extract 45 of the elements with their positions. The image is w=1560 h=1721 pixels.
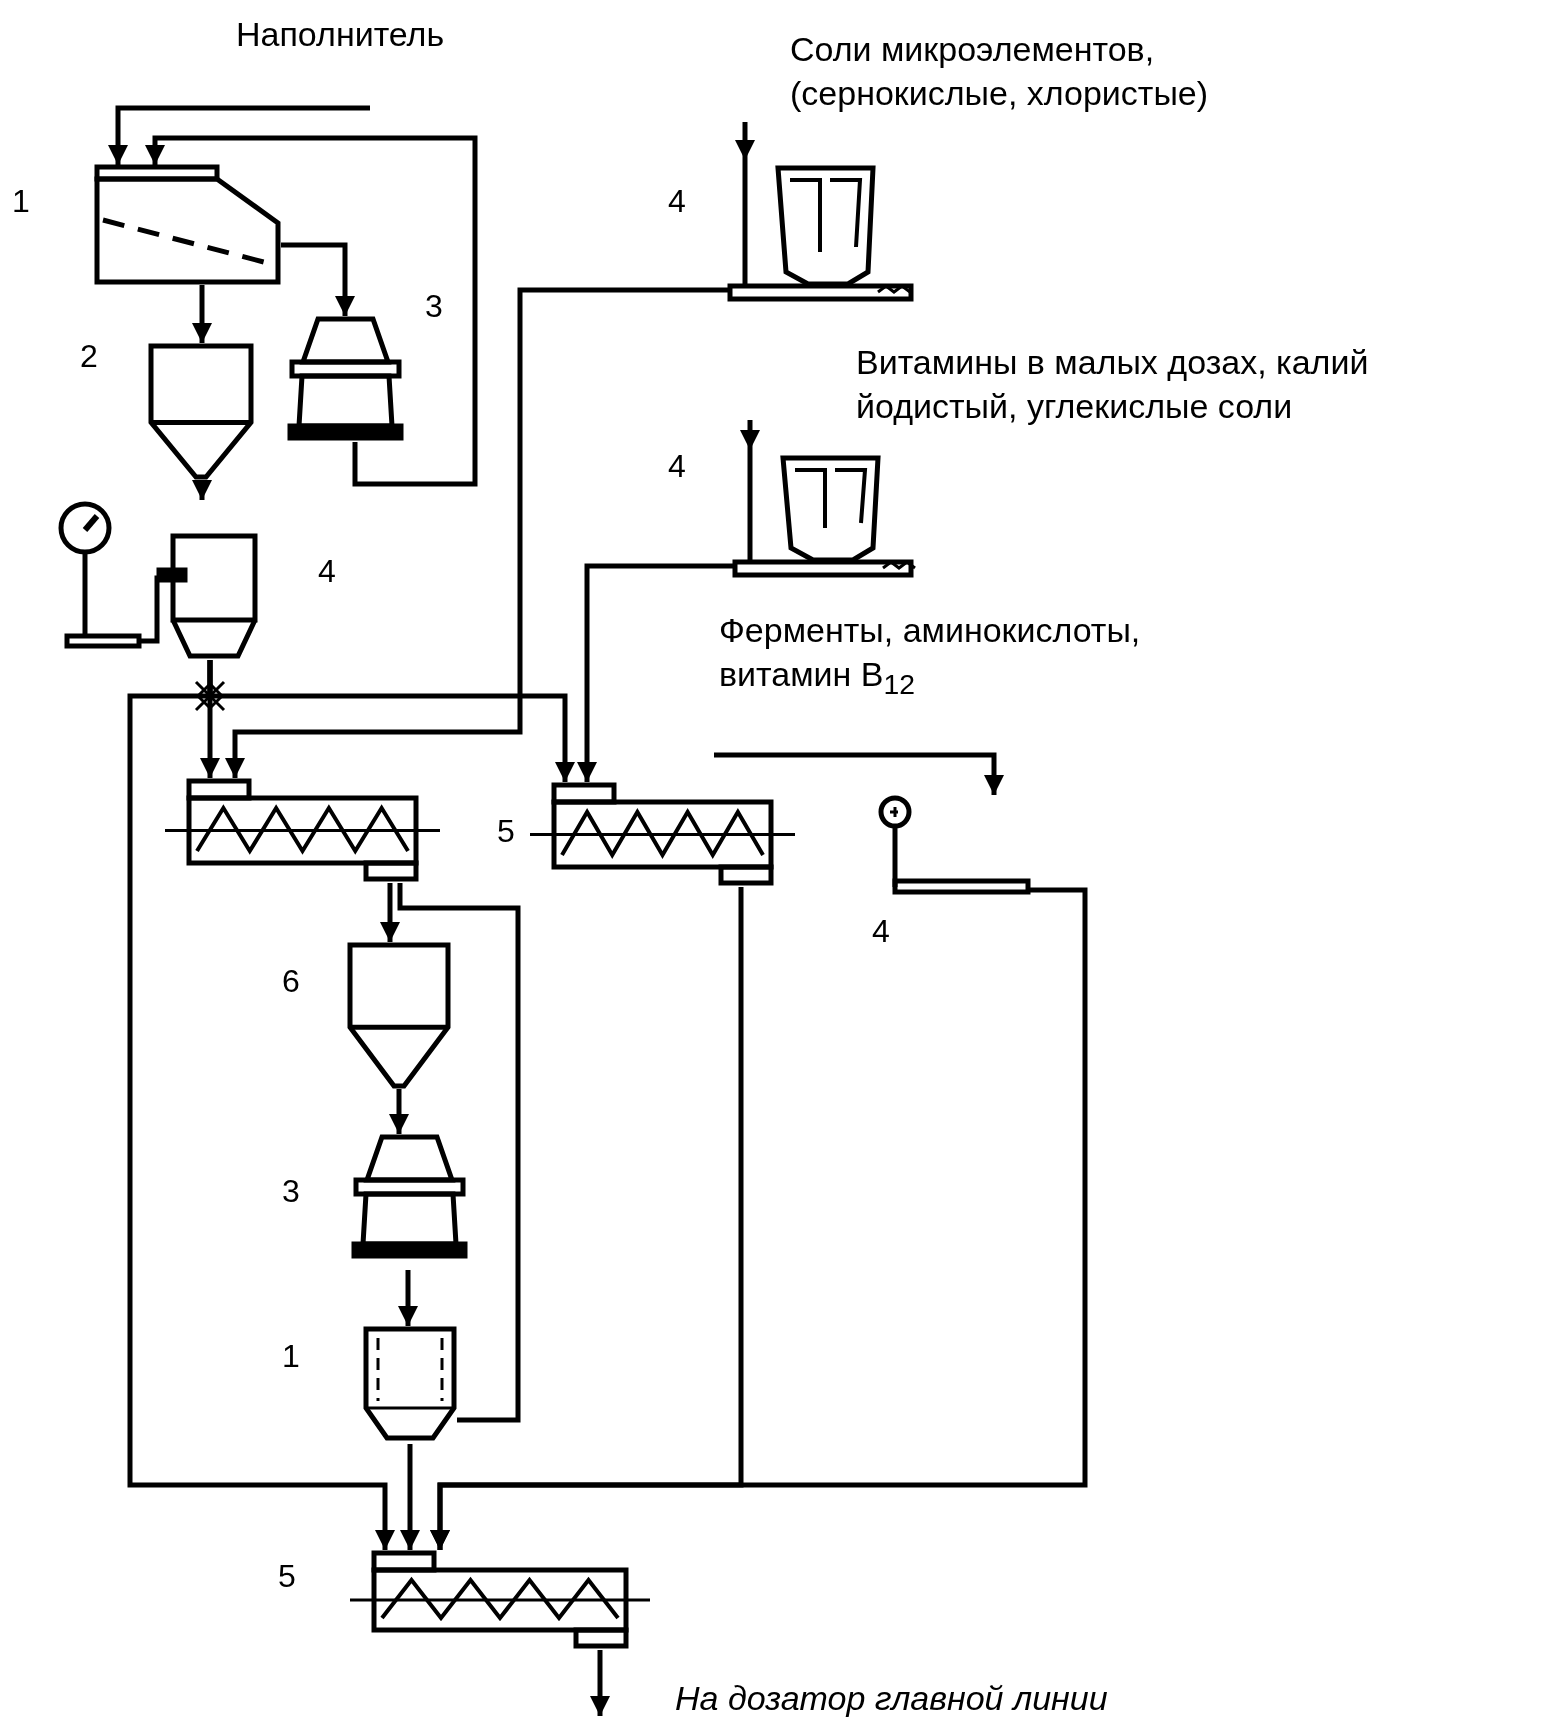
screw-mixer-drawing (165, 778, 440, 883)
sieve-drawing (95, 165, 281, 285)
dosing-scale-drawing (878, 795, 1030, 895)
flow-arrow (590, 1650, 610, 1716)
hopper-drawing (148, 343, 254, 480)
flow-arrow (281, 242, 355, 316)
flow-arrow (714, 752, 1004, 795)
note-text: Соли микроэлементов, (сернокислые, хлористые) (790, 29, 1210, 115)
flow-arrow (380, 883, 400, 942)
flow-arrow (225, 287, 728, 778)
callout-number: 3 (425, 290, 443, 322)
material-label: Наполнитель (236, 14, 446, 55)
flow-arrow (577, 563, 733, 782)
callout-number: 3 (282, 1175, 300, 1207)
flow-arrow (145, 135, 478, 487)
callout-number: 6 (282, 965, 300, 997)
flow-arrow (735, 122, 755, 160)
callout-number: 4 (318, 555, 336, 587)
crusher-drawing (288, 316, 403, 442)
screw-mixer-drawing (530, 782, 795, 887)
callout-number: 5 (497, 815, 515, 847)
callout-number: 1 (282, 1340, 300, 1372)
flow-arrow (398, 1270, 418, 1326)
callout-number: 2 (80, 340, 98, 372)
note-text: Ферменты, аминокислоты, витамин B$_{12}$ (719, 610, 1142, 702)
callout-number: 4 (668, 185, 686, 217)
flow-arrow (400, 1444, 420, 1550)
callout-number: 4 (872, 915, 890, 947)
flow-arrow (389, 1089, 409, 1134)
flow-arrow (127, 660, 395, 1550)
hopper-drawing (347, 942, 451, 1089)
dosing-feeder-drawing (728, 160, 913, 302)
callout-number: 5 (278, 1560, 296, 1592)
flow-arrow (108, 105, 370, 165)
vessel-drawing (363, 1326, 457, 1444)
flow-arrow (740, 420, 760, 450)
callout-number: 1 (12, 185, 30, 217)
flow-arrow (192, 480, 212, 500)
screw-mixer-drawing (350, 1550, 650, 1650)
note-text: Витамины в малых дозах, калий йодистый, углекислые соли (856, 342, 1370, 428)
note-text: На дозатор главной линии (675, 1678, 1109, 1719)
flow-arrow (430, 887, 1088, 1550)
dosing-feeder-drawing (733, 450, 913, 578)
flow-arrow (192, 285, 212, 343)
callout-number: 4 (668, 450, 686, 482)
